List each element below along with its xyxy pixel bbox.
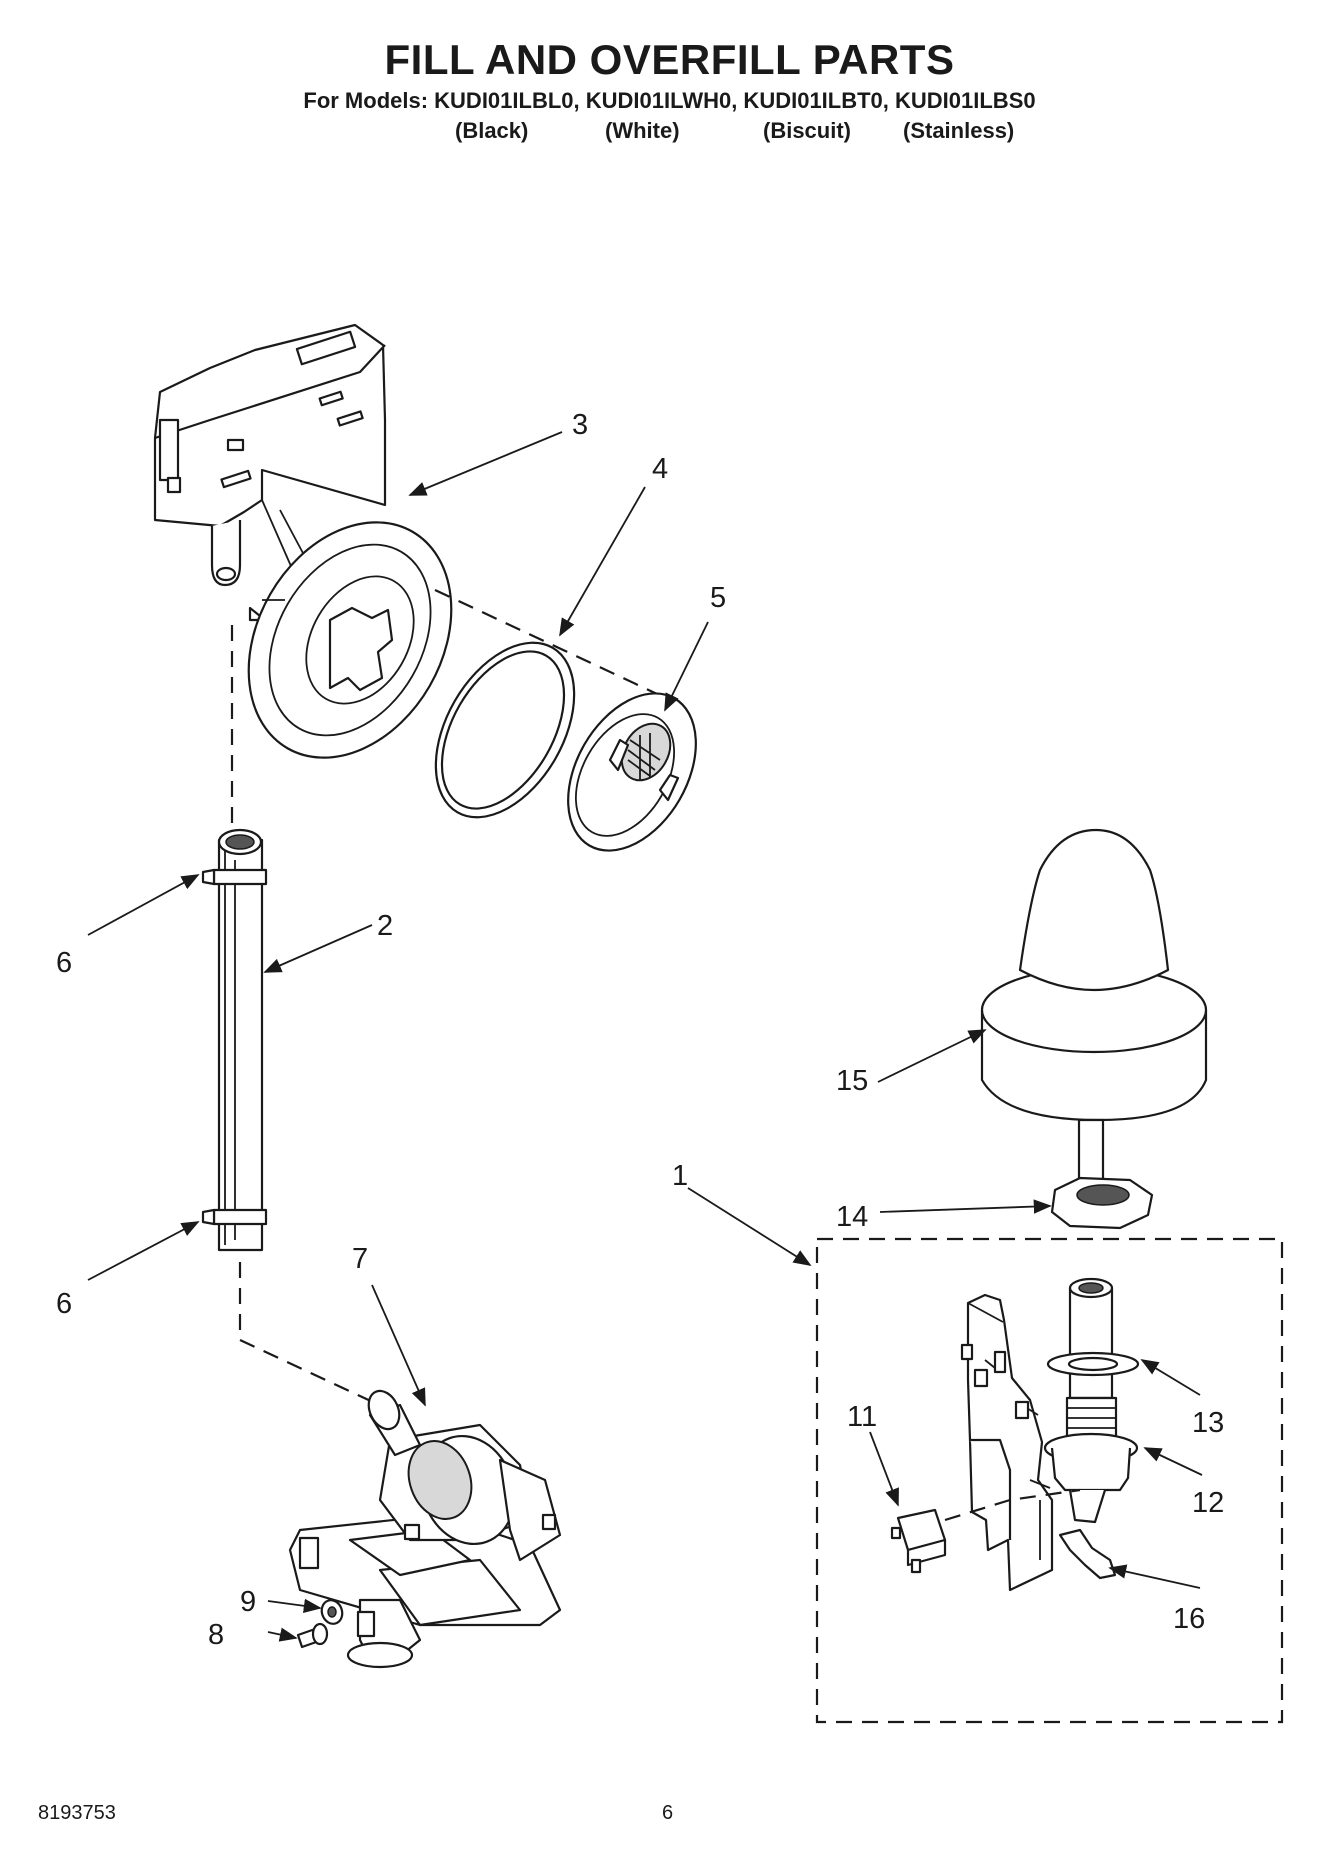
callout-6-lower: 6 [56, 1288, 72, 1320]
float [980, 828, 1208, 1220]
callout-13: 13 [1192, 1407, 1224, 1439]
overfill-switch [890, 1488, 1081, 1574]
hex-nut [1050, 1176, 1154, 1230]
callout-3: 3 [572, 409, 588, 441]
assembly-boundary [815, 1237, 1284, 1724]
float-guide [1043, 1396, 1139, 1524]
callout-4: 4 [652, 453, 668, 485]
valve-connection-line [238, 1262, 391, 1411]
variant-white: (White) [605, 118, 680, 143]
washer [320, 1599, 344, 1625]
callout-2: 2 [377, 910, 393, 942]
callout-7: 7 [352, 1243, 368, 1275]
callout-5: 5 [710, 582, 726, 614]
callout-14: 14 [836, 1201, 868, 1233]
models-line: For Models: KUDI01ILBL0, KUDI01ILWH0, KU… [303, 88, 1036, 113]
callout-8: 8 [208, 1619, 224, 1651]
callout-12: 12 [1192, 1487, 1224, 1519]
float-washer [1046, 1351, 1140, 1377]
fill-funnel-bracket [153, 323, 671, 759]
callout-1: 1 [672, 1160, 688, 1192]
switch-actuator [1058, 1528, 1117, 1580]
variant-stainless: (Stainless) [903, 118, 1015, 143]
float-switch-bracket [960, 1293, 1054, 1592]
callout-11: 11 [847, 1401, 877, 1433]
page-title: FILL AND OVERFILL PARTS [384, 36, 955, 83]
page-number: 6 [662, 1802, 674, 1824]
document-number: 8193753 [38, 1802, 116, 1824]
callout-6-upper: 6 [56, 947, 72, 979]
callout-16: 16 [1173, 1603, 1205, 1635]
callout-15: 15 [836, 1065, 868, 1097]
variant-black: (Black) [455, 118, 529, 143]
water-inlet-valve [288, 1389, 562, 1669]
fill-tube [201, 828, 268, 1252]
seal-ring [434, 641, 576, 819]
mounting-screw [296, 1622, 329, 1649]
callout-9: 9 [240, 1586, 256, 1618]
inlet-grille [567, 692, 697, 852]
variant-biscuit: (Biscuit) [763, 118, 851, 143]
float-stem [1068, 1277, 1114, 1400]
callout-arrows [87, 431, 1203, 1642]
